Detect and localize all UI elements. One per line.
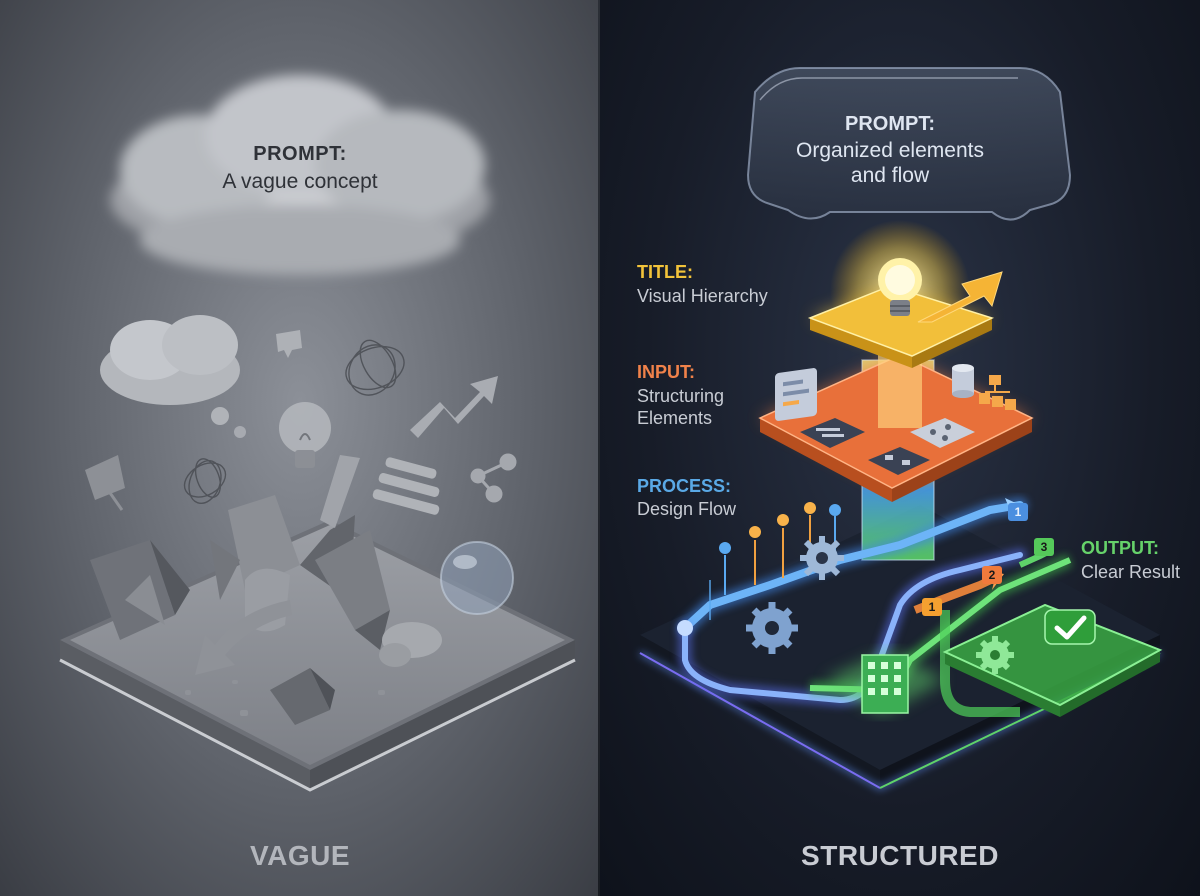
structured-prompt-line2: and flow — [850, 164, 930, 187]
chat-bubble-icon — [379, 622, 442, 667]
vague-panel: PROMPT: A vague concept VAGUE — [0, 0, 600, 896]
input-label-line2: Elements — [637, 408, 713, 428]
lightbulb-icon — [279, 402, 331, 468]
prompt-glass-box — [746, 67, 1072, 221]
arrow-up-right-icon — [410, 376, 498, 438]
vague-cloud — [110, 75, 490, 275]
flow-badge-2: 2 — [989, 568, 996, 582]
title-label-text: Visual Hierarchy — [637, 286, 768, 306]
input-tiles — [775, 364, 1016, 475]
stacked-lines-icon — [372, 457, 440, 515]
vague-illustration — [59, 75, 576, 792]
gear-icon — [976, 636, 1014, 674]
flow-badge-top: 1 — [1015, 505, 1022, 519]
org-chart-icon — [979, 375, 1016, 410]
network-tile-icon — [910, 418, 975, 448]
flag-icon — [85, 455, 125, 511]
gear-icon — [800, 536, 844, 580]
title-label-heading: TITLE: — [637, 262, 693, 282]
building-icon — [825, 650, 945, 715]
checkmark-icon — [1044, 609, 1096, 645]
output-label-heading: OUTPUT: — [1081, 538, 1159, 558]
small-cloud-icon — [100, 315, 246, 438]
arrow-up-right-icon — [917, 271, 1003, 323]
cylinder-icon — [952, 364, 974, 398]
list-tile-icon — [800, 418, 865, 448]
structured-prompt-line1: Organized elements — [796, 139, 984, 162]
structured-panel: 1 2 3 1 — [600, 0, 1200, 896]
input-label-heading: INPUT: — [637, 362, 695, 382]
vague-prompt-heading: PROMPT: — [253, 143, 347, 165]
flow-number-badges: 1 2 3 1 — [922, 503, 1054, 616]
process-label-heading: PROCESS: — [637, 476, 732, 496]
glass-sphere — [440, 541, 514, 615]
vague-panel-title: VAGUE — [250, 840, 350, 871]
title-platform — [807, 285, 995, 368]
structured-prompt-heading: PROMPT: — [845, 113, 935, 135]
flowchart-tile-icon — [868, 447, 930, 475]
scribble-icon — [183, 339, 405, 505]
process-label-text: Design Flow — [637, 499, 737, 519]
result-panel — [942, 603, 1163, 717]
curved-arrow-icon — [195, 600, 292, 675]
flow-badge-1: 1 — [929, 600, 936, 614]
structured-illustration: 1 2 3 1 — [639, 67, 1163, 790]
flow-badge-3: 3 — [1041, 540, 1048, 554]
structured-panel-title: STRUCTURED — [801, 840, 999, 871]
gear-icon — [746, 602, 798, 654]
output-label-text: Clear Result — [1081, 562, 1181, 582]
input-label-line1: Structuring — [637, 386, 725, 406]
speech-bubble-icon — [276, 330, 302, 358]
broken-shapes — [90, 455, 390, 725]
lightbulb-icon — [878, 258, 922, 316]
network-icon — [470, 453, 517, 503]
vague-prompt-text: A vague concept — [222, 170, 378, 193]
debris — [185, 680, 385, 716]
